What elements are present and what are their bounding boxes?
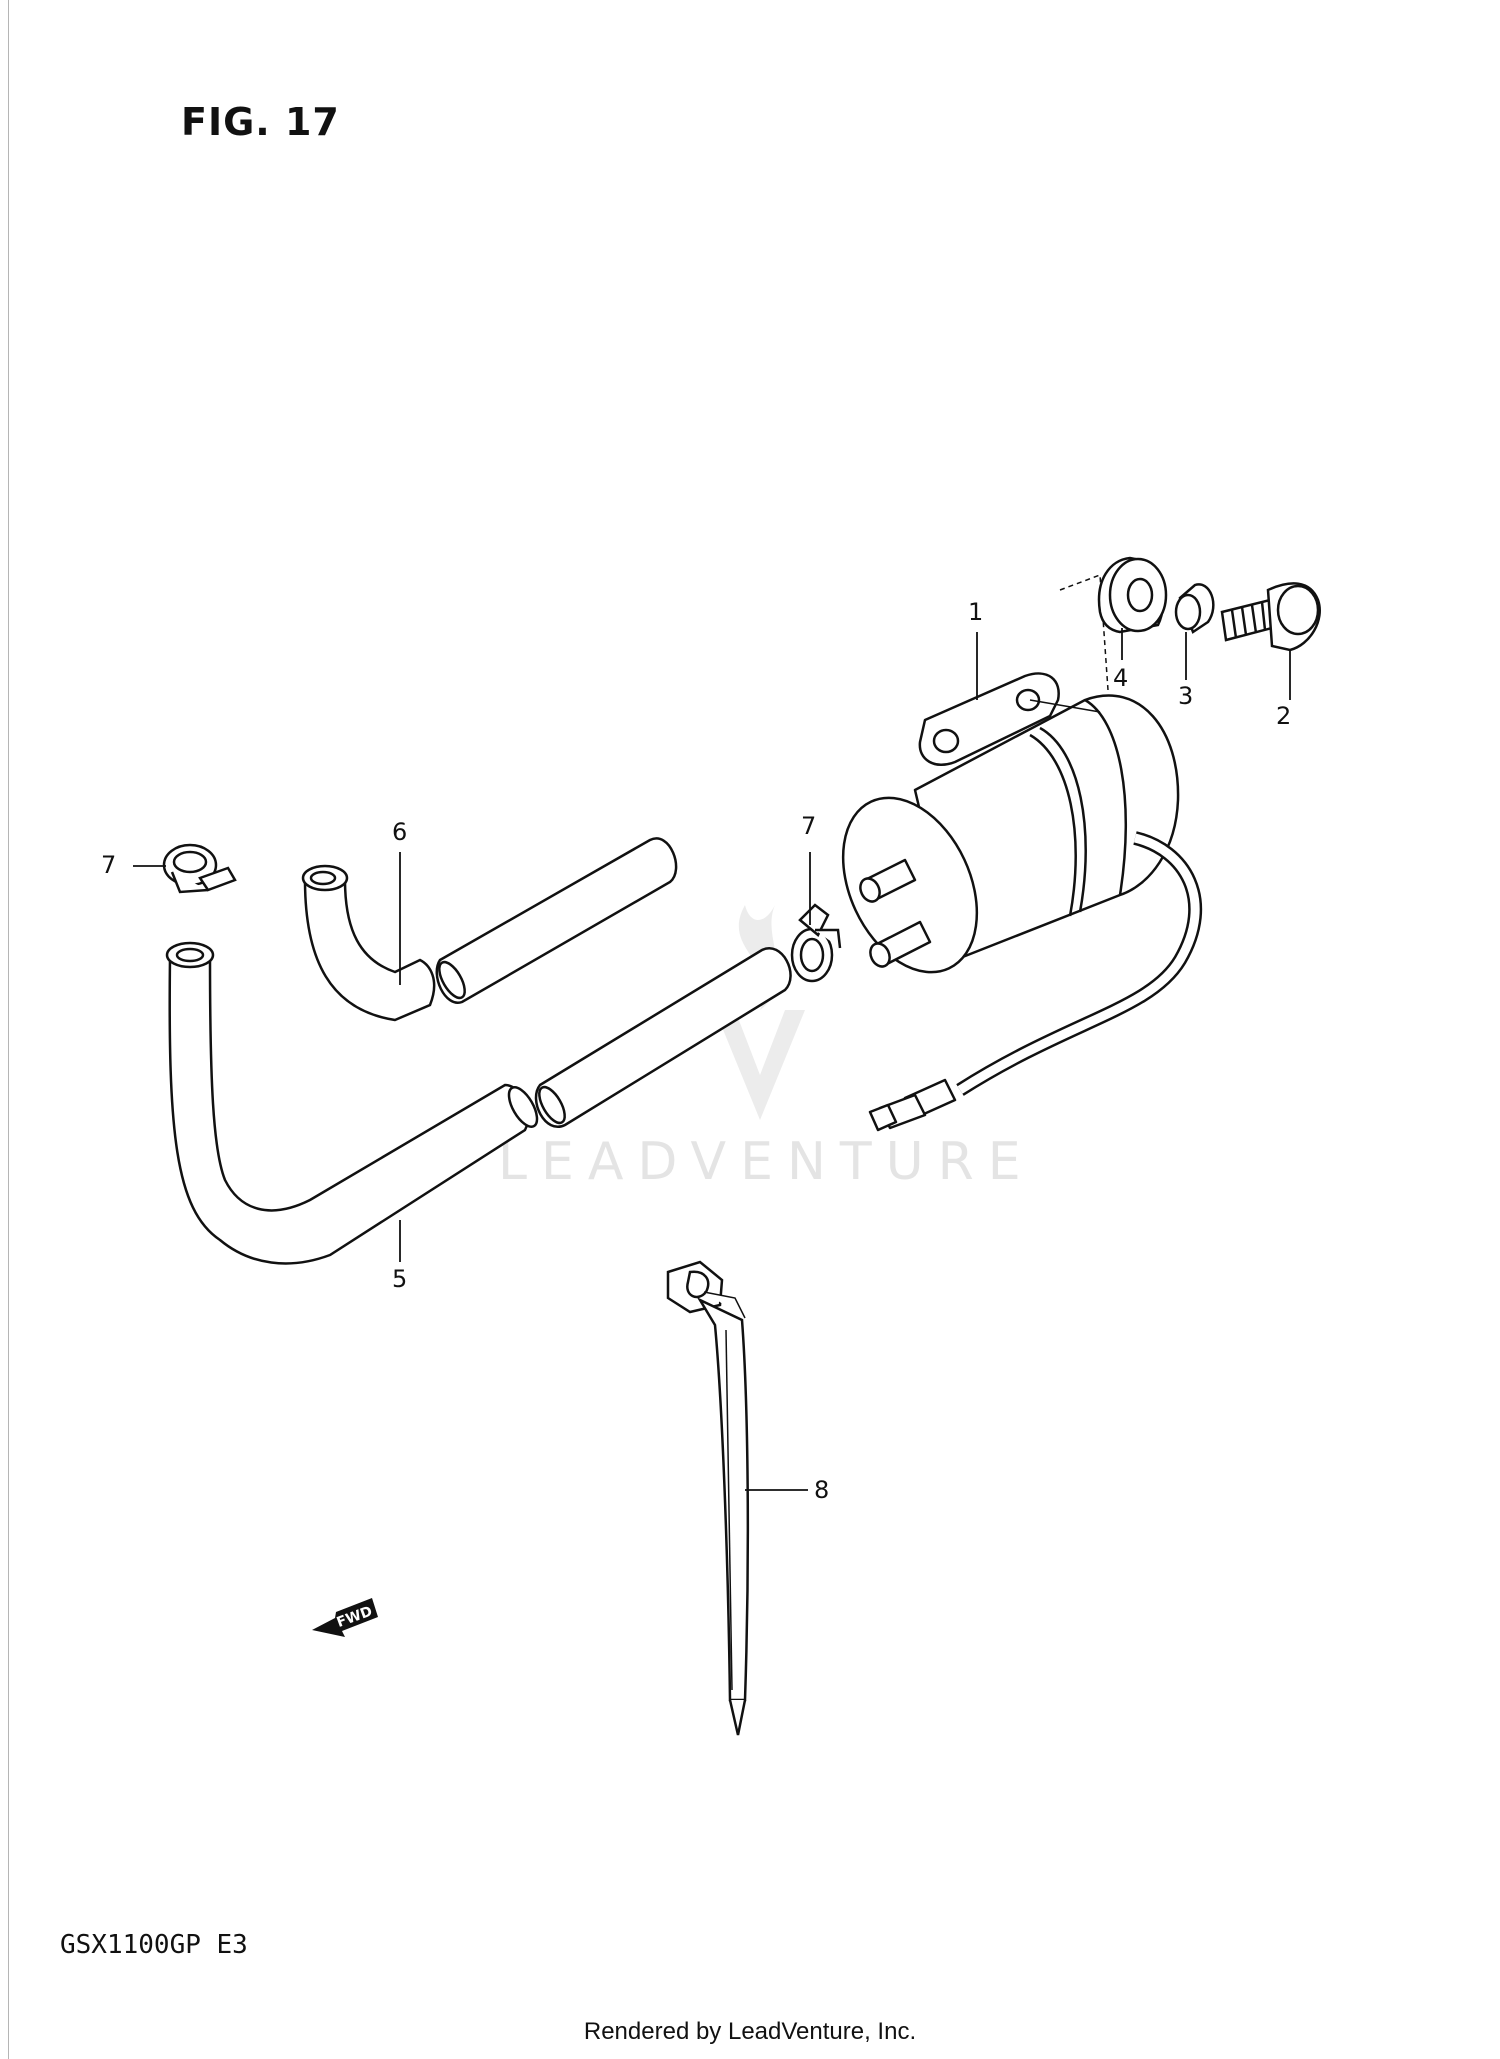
callout-1: 1 bbox=[968, 598, 984, 626]
callout-7-center: 7 bbox=[801, 812, 817, 840]
callout-7-left: 7 bbox=[101, 851, 117, 879]
callout-5: 5 bbox=[392, 1265, 408, 1293]
callout-8: 8 bbox=[814, 1476, 830, 1504]
fwd-arrow-icon: FWD bbox=[312, 1598, 378, 1637]
hose-clamp-part-left[interactable] bbox=[162, 843, 237, 894]
callout-2: 2 bbox=[1276, 702, 1292, 730]
cushion-part[interactable] bbox=[1097, 556, 1168, 634]
callout-3: 3 bbox=[1178, 682, 1194, 710]
callout-6: 6 bbox=[392, 818, 408, 846]
figure-title: FIG. 17 bbox=[181, 100, 340, 144]
watermark-text: LEADVENTURE bbox=[498, 1132, 1035, 1192]
leader-lines bbox=[133, 628, 1291, 1491]
callout-4: 4 bbox=[1113, 664, 1129, 692]
page-border-line bbox=[8, 0, 9, 2059]
cable-tie-part[interactable] bbox=[666, 1260, 750, 1736]
footer-credit: Rendered by LeadVenture, Inc. bbox=[583, 2018, 917, 2045]
model-code: GSX1100GP E3 bbox=[60, 1930, 248, 1960]
hose-clamp-part-center[interactable] bbox=[790, 903, 842, 983]
bolt-part[interactable] bbox=[1220, 582, 1321, 652]
fuel-hose-short-part[interactable] bbox=[301, 837, 678, 1022]
fuel-pump-part[interactable] bbox=[817, 574, 1203, 1132]
spacer-part[interactable] bbox=[1174, 583, 1215, 634]
fuel-hose-long-part[interactable] bbox=[165, 941, 792, 1265]
